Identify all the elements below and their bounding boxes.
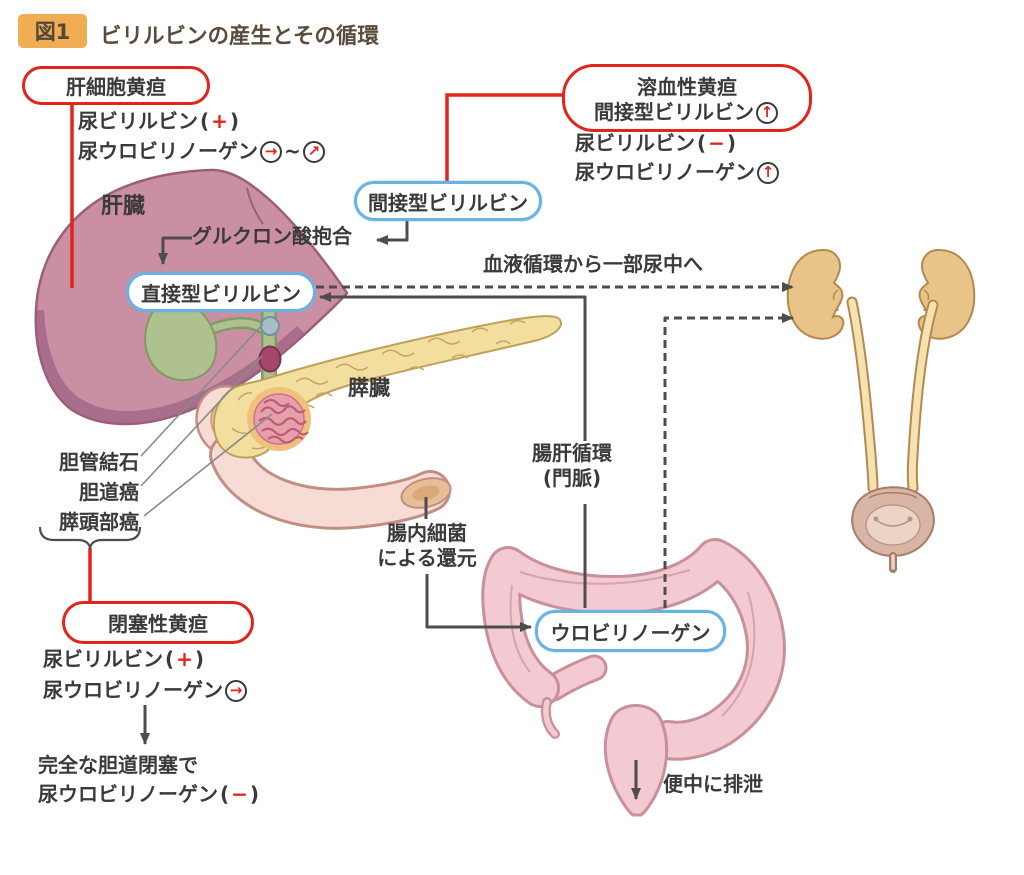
pancreatic-head-tumor	[247, 387, 311, 451]
circled-up-right-arrow-icon: ↗	[302, 140, 325, 163]
gallbladder-shape	[144, 297, 268, 382]
causes-brace	[38, 526, 142, 550]
dashed-arrows	[316, 282, 794, 608]
hemolytic-jaundice-subtitle: 間接型ビリルビン↑	[594, 100, 780, 125]
bladder-shape	[851, 486, 935, 573]
urobilinogen-node: ウロビリノーゲン	[535, 610, 726, 652]
red-connectors	[70, 93, 564, 602]
cause-bile-duct-stone: 胆管結石	[59, 450, 139, 474]
obstructive-urine-bilirubin: 尿ビリルビン(+)	[43, 647, 205, 671]
circled-up-arrow-icon: ↑	[756, 101, 778, 124]
hepatocellular-jaundice-title: 肝細胞黄疸	[66, 75, 166, 99]
gallstone	[260, 316, 280, 336]
hepatocellular-urine-bilirubin: 尿ビリルビン(+)	[78, 109, 240, 133]
direct-bilirubin-node: 直接型ビリルビン	[126, 272, 316, 312]
obstructive-jaundice-box: 閉塞性黄疸	[62, 601, 254, 644]
circled-up-arrow-icon: ↑	[757, 161, 779, 184]
blood-to-urine-label: 血液循環から一部尿中へ	[483, 252, 703, 276]
hemolytic-urine-bilirubin: 尿ビリルビン(−)	[575, 131, 737, 155]
indirect-bilirubin-node: 間接型ビリルビン	[354, 181, 542, 221]
complete-obstruction-note-line2: 尿ウロビリノーゲン(−)	[38, 782, 260, 806]
bacteria-reduction-label: 腸内細菌 による還元	[377, 521, 477, 570]
pancreas-label: 膵臓	[348, 376, 390, 400]
hemolytic-urine-urobilinogen: 尿ウロビリノーゲン↑	[575, 160, 781, 185]
cause-pointer-lines	[140, 323, 273, 517]
figure-badge: 図1	[18, 14, 87, 48]
conjugation-label: グルクロン酸抱合	[192, 224, 352, 248]
figure-title: ビリルビンの産生とその循環	[100, 24, 379, 49]
cause-pancreatic-head-cancer: 膵頭部癌	[59, 510, 139, 534]
complete-obstruction-note-line1: 完全な胆道閉塞で	[38, 753, 198, 777]
kidneys	[786, 248, 976, 494]
circled-right-arrow-icon: →	[260, 140, 282, 163]
colon-shape	[481, 538, 786, 761]
obstructive-urine-urobilinogen: 尿ウロビリノーゲン→	[43, 678, 249, 703]
hepatocellular-jaundice-box: 肝細胞黄疸	[22, 66, 210, 105]
hemolytic-jaundice-title: 溶血性黄疸	[637, 75, 737, 99]
hepatocellular-urine-urobilinogen: 尿ウロビリノーゲン→~↗	[78, 139, 327, 164]
hemolytic-jaundice-box: 溶血性黄疸 間接型ビリルビン↑	[562, 64, 812, 132]
bile-duct-tumor	[258, 345, 282, 373]
feces-label: 便中に排泄	[663, 772, 763, 796]
liver-label: 肝臓	[101, 194, 146, 219]
obstructive-jaundice-title: 閉塞性黄疸	[108, 612, 208, 636]
enterohepatic-label: 腸肝循環 (門脈)	[532, 441, 612, 490]
circled-right-arrow-icon: →	[225, 679, 247, 702]
cause-biliary-cancer: 胆道癌	[79, 480, 139, 504]
obstruction-causes: 胆管結石 胆道癌 膵頭部癌	[26, 447, 139, 537]
flow-arrows	[140, 216, 641, 800]
